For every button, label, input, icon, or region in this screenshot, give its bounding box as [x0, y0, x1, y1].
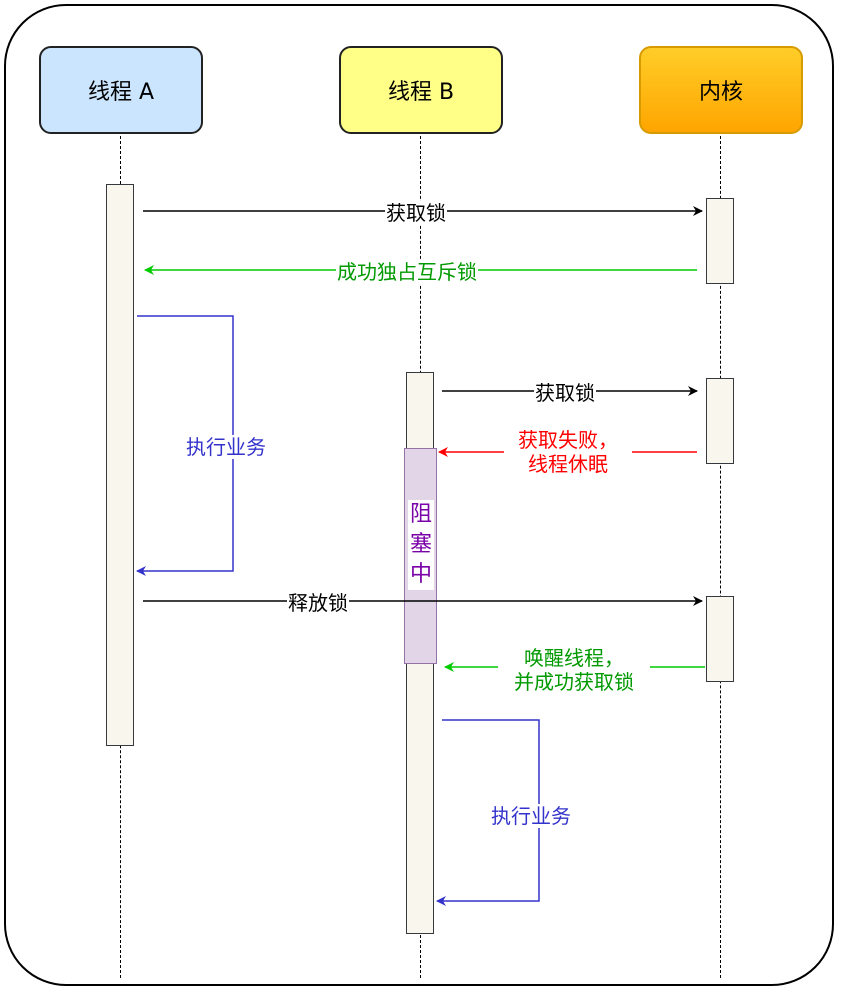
- lifeline-kernel: [720, 136, 721, 978]
- activation-kernel-3: [706, 596, 734, 682]
- activation-thread-a: [106, 184, 134, 746]
- label-wake-thread: 唤醒线程， 并成功获取锁: [498, 646, 650, 694]
- label-acquire-fail-line2: 线程休眠: [528, 452, 608, 476]
- label-blocked-char2: 塞: [409, 532, 432, 557]
- label-wake-thread-line1: 唤醒线程，: [524, 646, 624, 670]
- label-acquire-lock-b: 获取锁: [534, 381, 596, 405]
- participant-thread-b: 线程 B: [339, 46, 503, 134]
- label-blocked-char1: 阻: [409, 502, 432, 527]
- label-wake-thread-line2: 并成功获取锁: [514, 670, 634, 694]
- participant-thread-a: 线程 A: [39, 46, 203, 134]
- label-blocked: 阻 塞 中: [408, 500, 434, 590]
- label-acquire-fail-line1: 获取失败，: [518, 428, 618, 452]
- label-acquire-fail: 获取失败， 线程休眠: [504, 428, 632, 476]
- participant-kernel-label: 内核: [698, 80, 743, 105]
- label-execute-b: 执行业务: [490, 804, 572, 828]
- activation-kernel-1: [706, 198, 734, 284]
- label-blocked-char3: 中: [409, 562, 432, 587]
- diagram-frame: [4, 4, 834, 986]
- participant-thread-a-label: 线程 A: [87, 80, 155, 105]
- label-release-lock: 释放锁: [287, 591, 349, 615]
- label-lock-success: 成功独占互斥锁: [336, 260, 478, 284]
- participant-kernel: 内核: [639, 46, 803, 134]
- participant-thread-b-label: 线程 B: [387, 80, 455, 105]
- label-execute-a: 执行业务: [185, 435, 267, 459]
- activation-kernel-2: [706, 378, 734, 464]
- label-acquire-lock-a: 获取锁: [385, 201, 447, 225]
